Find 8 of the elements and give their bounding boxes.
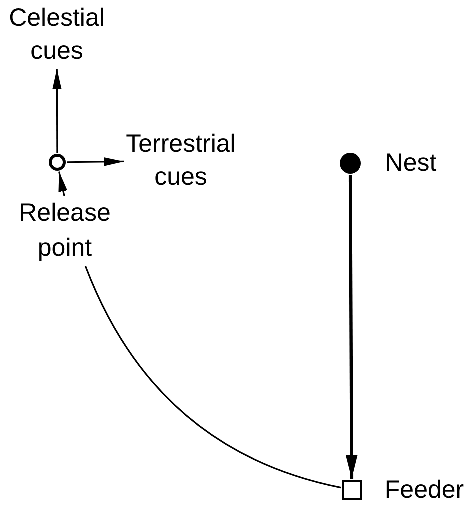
cue-label: Terrestrial cues <box>126 130 236 191</box>
arrow <box>52 69 62 153</box>
nest-dot <box>340 153 361 174</box>
arrow <box>346 175 358 479</box>
arrow <box>66 157 124 166</box>
release-point-circle <box>49 154 66 171</box>
cue-label: Celestial cues <box>9 4 105 65</box>
feeder-square <box>342 480 362 500</box>
